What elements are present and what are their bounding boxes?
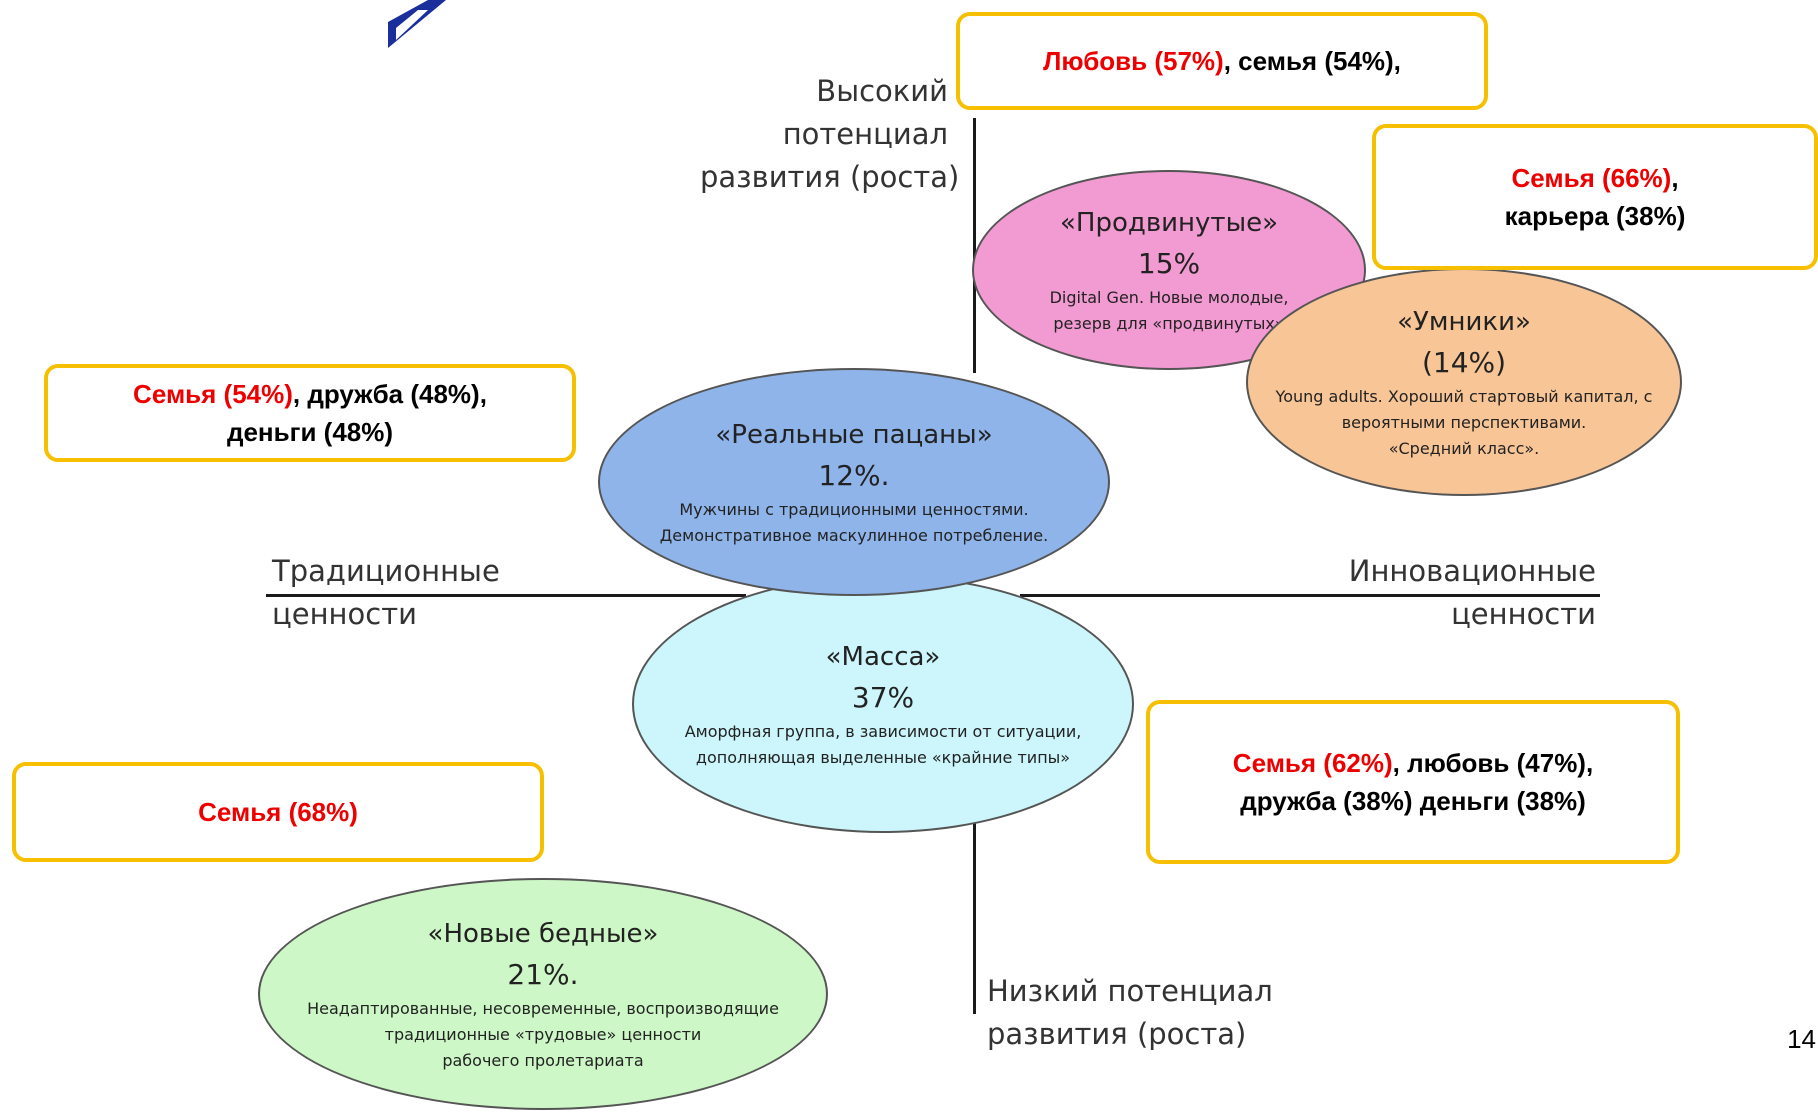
- segment-desc-line: Мужчины с традиционными ценностями.: [679, 500, 1029, 519]
- segment-desc-line: Демонстративное маскулинное потребление.: [659, 526, 1049, 545]
- values-highlight: Семья (66%): [1511, 163, 1672, 193]
- segment-title: «Новые бедные»: [427, 919, 659, 949]
- values-rest: , дружба (48%),: [292, 379, 487, 409]
- segment-desc-line: резерв для «продвинутых»: [1053, 314, 1285, 333]
- segment-smart: «Умники» (14%) Young adults. Хороший ста…: [1246, 268, 1682, 496]
- values-text: Семья (62%), любовь (47%), дружба (38%) …: [1233, 744, 1593, 820]
- axis-top-line-3: развития (роста): [700, 160, 960, 194]
- values-text: Семья (68%): [198, 793, 358, 831]
- values-highlight: Семья (68%): [198, 797, 358, 827]
- values-box-top: Любовь (57%), семья (54%),: [956, 12, 1488, 110]
- vertical-axis-upper: [973, 118, 976, 373]
- segment-percent: 15%: [1137, 247, 1201, 280]
- segment-mass: «Масса» 37% Аморфная группа, в зависимос…: [632, 575, 1134, 833]
- values-rest: , любовь (47%),: [1392, 748, 1594, 778]
- segment-description: Digital Gen. Новые молодые, резерв для «…: [1050, 285, 1289, 337]
- values-text: Любовь (57%), семья (54%),: [1043, 42, 1401, 80]
- segment-desc-line: традиционные «трудовые» ценности: [384, 1025, 702, 1044]
- segment-desc-line: дополняющая выделенные «крайние типы»: [695, 748, 1071, 767]
- values-text: Семья (54%), дружба (48%), деньги (48%): [133, 375, 487, 451]
- segment-desc-line: вероятными перспективами.: [1341, 413, 1587, 432]
- axis-top-line-1: Высокий: [816, 74, 948, 108]
- axis-left-line-2: ценности: [272, 597, 417, 631]
- segment-percent: 37%: [851, 681, 915, 714]
- segment-title: «Умники»: [1397, 307, 1531, 337]
- axis-left-line-1: Традиционные: [272, 554, 500, 588]
- values-highlight: Семья (54%): [133, 379, 293, 409]
- segment-description: Мужчины с традиционными ценностями. Демо…: [660, 497, 1048, 549]
- values-highlight: Любовь (57%): [1043, 46, 1224, 76]
- segment-title: «Масса»: [825, 642, 941, 672]
- axis-bottom-line-2: развития (роста): [987, 1017, 1247, 1051]
- page-number: 14: [1787, 1024, 1816, 1054]
- axis-label-right: Инновационные ценности: [1300, 550, 1596, 636]
- axis-label-left: Традиционные ценности: [272, 550, 500, 636]
- segment-desc-line: Young adults. Хороший стартовый капитал,…: [1275, 387, 1653, 406]
- segment-percent: (14%): [1421, 346, 1507, 379]
- segment-real-guys: «Реальные пацаны» 12%. Мужчины с традици…: [598, 368, 1110, 596]
- horizontal-axis-right: [1020, 594, 1600, 597]
- axis-label-bottom: Низкий потенциал развития (роста): [987, 970, 1273, 1056]
- axis-bottom-line-1: Низкий потенциал: [987, 974, 1273, 1008]
- values-box-real-guys: Семья (54%), дружба (48%), деньги (48%): [44, 364, 576, 462]
- segment-percent: 21%.: [507, 958, 579, 991]
- segment-desc-line: «Средний класс».: [1388, 439, 1540, 458]
- values-rest: ,: [1671, 163, 1679, 193]
- axis-right-line-1: Инновационные: [1348, 554, 1596, 588]
- values-rest: , семья (54%),: [1223, 46, 1401, 76]
- values-box-smart: Семья (66%), карьера (38%): [1372, 124, 1818, 270]
- segment-description: Young adults. Хороший стартовый капитал,…: [1276, 384, 1653, 462]
- segment-description: Неадаптированные, несовременные, воспрои…: [307, 996, 779, 1074]
- vertical-axis-lower: [973, 818, 976, 1014]
- segment-desc-line: Digital Gen. Новые молодые,: [1049, 288, 1289, 307]
- segment-desc-line: Неадаптированные, несовременные, воспрои…: [307, 999, 779, 1018]
- horizontal-axis-left: [266, 594, 746, 597]
- values-line-2: карьера (38%): [1504, 201, 1686, 231]
- segment-title: «Реальные пацаны»: [715, 420, 993, 450]
- segment-desc-line: рабочего пролетариата: [442, 1051, 644, 1070]
- logo-fragment: [388, 0, 446, 48]
- segment-description: Аморфная группа, в зависимости от ситуац…: [685, 719, 1082, 771]
- segment-percent: 12%.: [818, 459, 890, 492]
- values-line-2: деньги (48%): [226, 417, 394, 447]
- values-box-mass: Семья (62%), любовь (47%), дружба (38%) …: [1146, 700, 1680, 864]
- segment-new-poor: «Новые бедные» 21%. Неадаптированные, не…: [258, 878, 828, 1110]
- axis-right-line-2: ценности: [1451, 597, 1596, 631]
- axis-label-top: Высокий потенциал развития (роста): [700, 70, 960, 199]
- values-line-2: дружба (38%) деньги (38%): [1240, 786, 1586, 816]
- values-highlight: Семья (62%): [1232, 748, 1393, 778]
- values-text: Семья (66%), карьера (38%): [1505, 159, 1686, 235]
- segment-title: «Продвинутые»: [1059, 208, 1279, 238]
- values-box-new-poor: Семья (68%): [12, 762, 544, 862]
- axis-top-line-2: потенциал: [782, 117, 948, 151]
- segment-desc-line: Аморфная группа, в зависимости от ситуац…: [684, 722, 1082, 741]
